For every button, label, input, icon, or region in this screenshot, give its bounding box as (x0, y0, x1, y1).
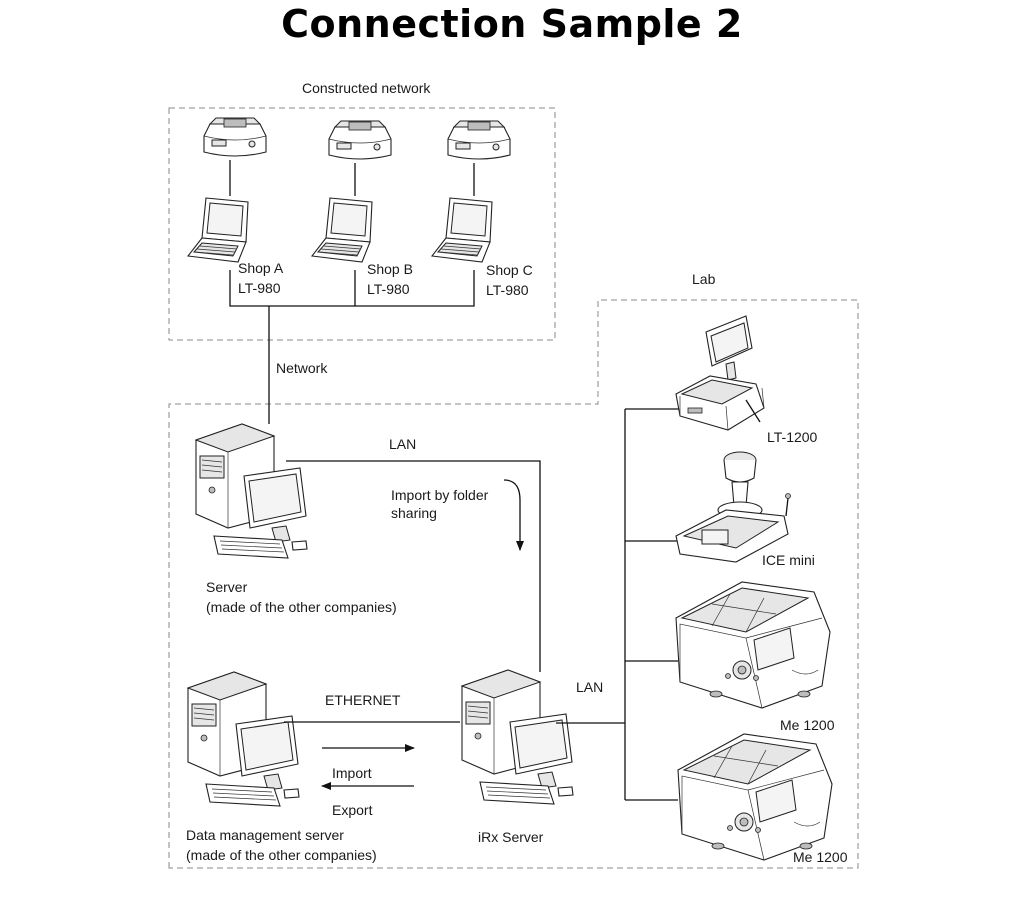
server-computer-icon (195, 423, 308, 559)
shop-network-bus (229, 270, 475, 307)
lab-device-label: LT-1200 (767, 429, 818, 445)
me-1200-device-icon (675, 581, 831, 709)
shop-a-laptop-icon (187, 197, 249, 263)
server-irx-lan-link (286, 460, 541, 672)
ice-mini-device-icon (675, 451, 792, 563)
lab-device-label: Me 1200 (793, 849, 848, 865)
server-label-sub: (made of the other companies) (206, 599, 397, 615)
server-label: Server (206, 579, 248, 595)
export-label: Export (332, 802, 373, 818)
constructed-network-label: Constructed network (302, 80, 431, 96)
lab-device-label: ICE mini (762, 552, 815, 568)
irx-server-label: iRx Server (478, 829, 544, 845)
shop-c-model: LT-980 (486, 282, 529, 298)
shop-a-edger-icon (203, 117, 267, 157)
shop-b-name: Shop B (367, 261, 413, 277)
import-label: Import (332, 765, 372, 781)
irx-server-icon (461, 669, 574, 805)
shop-b-model: LT-980 (367, 281, 410, 297)
lab-lan-bus (556, 408, 680, 801)
lan-top-label: LAN (389, 436, 416, 452)
lab-label: Lab (692, 271, 716, 287)
shop-c-name: Shop C (486, 262, 533, 278)
network-label: Network (276, 360, 328, 376)
shop-b-laptop-icon (311, 197, 373, 263)
shop-b-edger-icon (328, 120, 392, 160)
shop-a-name: Shop A (238, 260, 284, 276)
import-folder-label-sub: sharing (391, 505, 437, 521)
shop-a-model: LT-980 (238, 280, 281, 296)
me-1200-device-icon (677, 733, 833, 861)
shop-c-laptop-icon (431, 197, 493, 263)
import-folder-label: Import by folder (391, 487, 489, 503)
import-folder-arrow (503, 479, 524, 551)
lab-lan-label: LAN (576, 679, 603, 695)
lab-device-label: Me 1200 (780, 717, 835, 733)
shop-c-edger-icon (447, 120, 511, 160)
main-site-zone (168, 299, 859, 869)
diagram-title: Connection Sample 2 (281, 2, 743, 46)
ethernet-label: ETHERNET (325, 692, 401, 708)
constructed-network-zone (168, 107, 556, 341)
data-management-server-icon (187, 671, 300, 807)
dms-label-sub: (made of the other companies) (186, 847, 377, 863)
lt-1200-device-icon (675, 315, 765, 431)
dms-label: Data management server (186, 827, 344, 843)
